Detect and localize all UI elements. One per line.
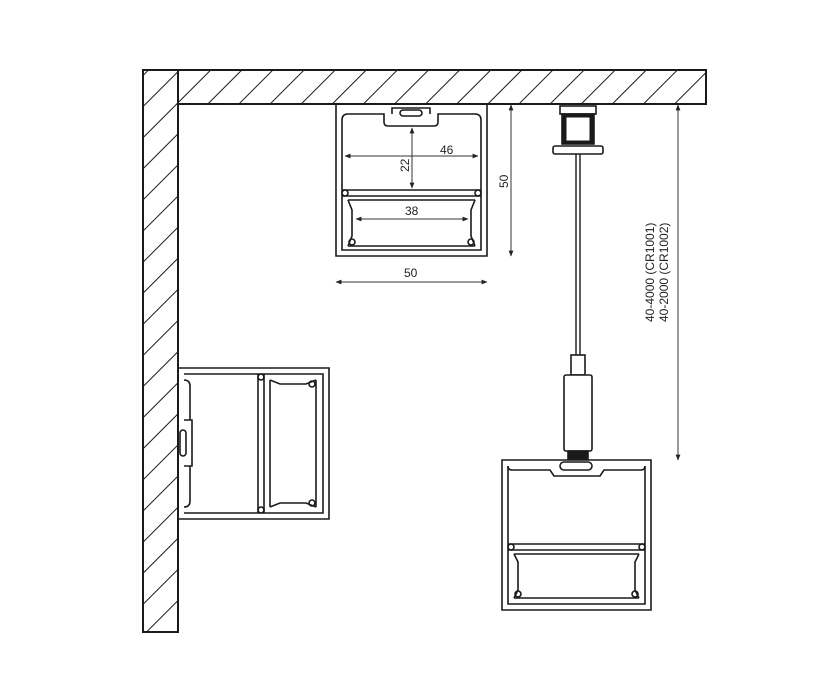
ceiling-slab [177,69,707,105]
cable-gripper [563,354,593,460]
wall-profile [178,367,330,520]
dim-22: 22 [398,158,412,172]
ceiling-mount-fitting [552,105,604,155]
dim-50-width: 50 [404,266,418,280]
ceiling-profile [335,103,488,257]
suspension-cable [575,154,581,355]
inner-dimension-lines [344,127,479,222]
outer-dimension-lines [335,104,681,461]
dim-38: 38 [405,204,419,218]
dim-suspension-cr1002: 40-2000 (CR1002) [657,223,671,322]
dim-50-height: 50 [497,174,511,188]
wall-slab [142,69,179,633]
suspended-profile [501,459,652,611]
dim-suspension-cr1001: 40-4000 (CR1001) [643,223,657,322]
dim-46: 46 [440,143,454,157]
